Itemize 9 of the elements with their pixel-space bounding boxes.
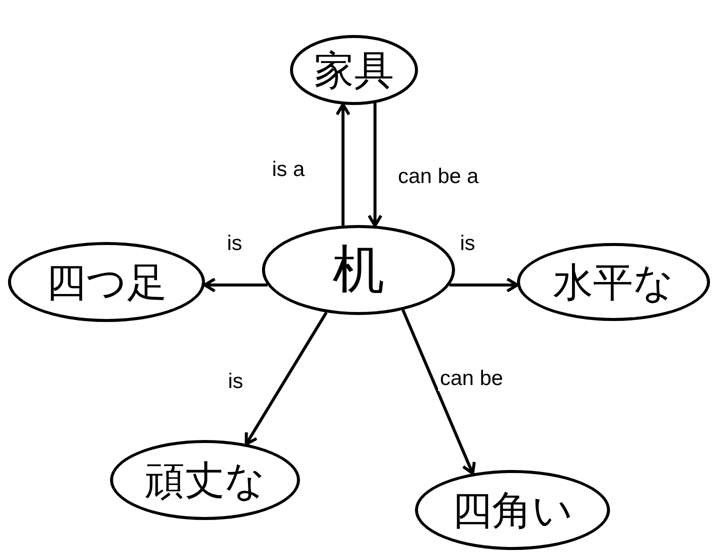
concept-label: 水平な (553, 258, 674, 308)
concept-label: 机 (332, 239, 384, 302)
arrow (368, 103, 382, 228)
arrow (336, 102, 350, 226)
concept-label: 四つ足 (46, 258, 167, 308)
concept-label: 四角い (452, 486, 573, 536)
concept-label: 家具 (314, 46, 394, 96)
edge-label: can be (438, 367, 506, 391)
concept-label: 頑丈な (144, 456, 266, 506)
